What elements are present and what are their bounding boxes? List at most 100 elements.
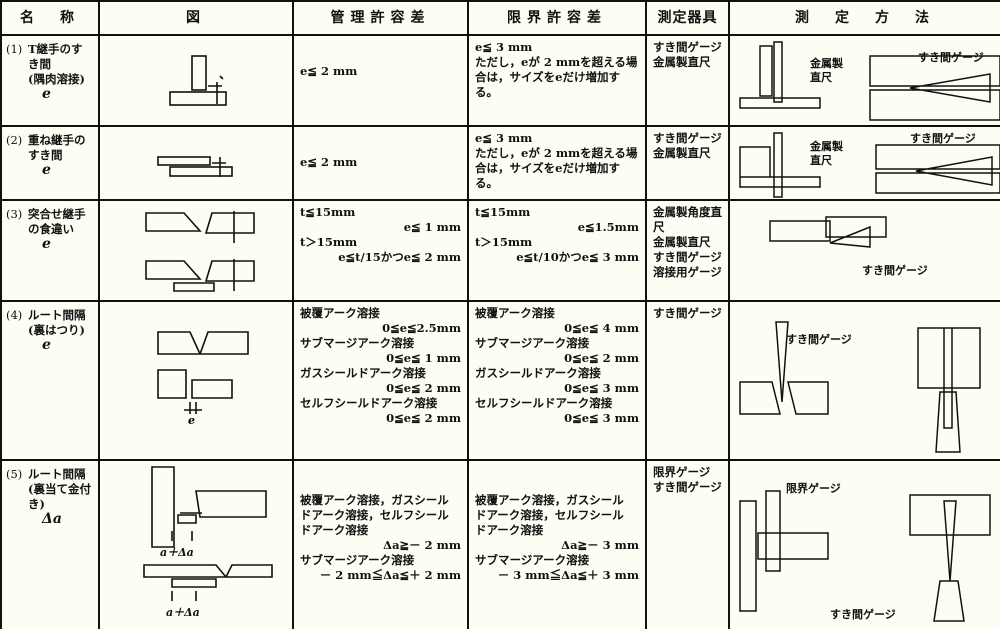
item-name-line: 重ね継手の: [28, 133, 86, 147]
item-variable: e: [42, 86, 51, 102]
item-number: (2): [6, 133, 23, 147]
svg-text:e: e: [188, 414, 195, 427]
instruments-cell: すき間ゲージ金属製直尺: [645, 34, 730, 127]
item-name-line: き間: [28, 57, 51, 71]
instruments-cell: すき間ゲージ金属製直尺: [645, 125, 730, 201]
figure-cell: [98, 199, 294, 302]
method-label: 直尺: [810, 154, 832, 167]
tolerance-line: e≦ 2 mm: [300, 155, 358, 169]
tolerance-line: サブマージアーク溶接: [300, 336, 415, 350]
item-number: (3): [6, 207, 23, 221]
instrument: 金属製直尺: [653, 146, 711, 160]
tolerance-line: セルフシールドアーク溶接: [300, 396, 438, 410]
method-label: 金属製: [810, 140, 843, 153]
misalignment-method-figure: [769, 216, 887, 248]
header-name: 名 称: [0, 0, 100, 36]
header-control-tolerance: 管理許容差: [292, 0, 469, 36]
tolerance-line: e≦ 3 mm: [475, 131, 533, 145]
item-name-line: ルート間隔: [28, 467, 86, 481]
tolerance-line: Δa≧－ 2 mm: [383, 538, 461, 552]
method-cell: すき間ゲージ: [728, 199, 1000, 302]
tolerance-line: 0≦e≦ 4 mm: [564, 321, 639, 335]
tolerance-line: t≦15mm: [475, 205, 531, 219]
figure-cell: [98, 34, 294, 127]
item-variable: e: [42, 337, 51, 353]
root-gap-method-figure: [739, 321, 981, 453]
tolerance-line: 0≦e≦ 2 mm: [564, 351, 639, 365]
table-row: (5)ルート間隔(裏当て金付き)Δa a＋Δa a＋Δa 被覆アーク溶接，ガスシールド…: [0, 459, 1000, 629]
item-name-line: (裏当て金付き): [28, 482, 91, 511]
instrument: 限界ゲージ: [653, 465, 711, 479]
tolerance-line: e≦ 3 mm: [475, 40, 533, 54]
t-joint-method-figure: [739, 41, 1000, 121]
item-name-line: (裏はつり): [28, 323, 85, 337]
method-label: 金属製: [810, 57, 843, 70]
instruments-cell: すき間ゲージ: [645, 300, 730, 461]
tolerance-line: セルフシールドアーク溶接: [475, 396, 613, 410]
control-tolerance-cell: e≦ 2 mm: [292, 34, 469, 127]
item-name-cell: (5)ルート間隔(裏当て金付き)Δa: [0, 459, 100, 629]
lap-joint-method-figure: [739, 132, 1000, 198]
item-name-line: すき間: [28, 148, 63, 162]
tolerance-line: e≦1.5mm: [577, 220, 639, 234]
header-row: 名 称 図 管理許容差 限界許容差 測定器具 測 定 方 法: [0, 0, 1000, 36]
tolerance-line: 合は，サイズをeだけ増加する。: [475, 70, 620, 99]
instrument: すき間ゲージ: [653, 131, 722, 145]
item-number: (1): [6, 42, 23, 56]
figure-cell: e: [98, 300, 294, 461]
tolerance-line: サブマージアーク溶接: [475, 336, 590, 350]
tolerance-line: － 3 mm≦Δa≦＋ 3 mm: [497, 568, 639, 582]
instrument: 金属製角度直: [653, 205, 722, 219]
figure-label: a＋Δa: [160, 546, 194, 559]
tolerance-line: ガスシールドアーク溶接: [300, 366, 426, 380]
header-method: 測 定 方 法: [728, 0, 1000, 36]
method-cell: すき間ゲージ: [728, 300, 1000, 461]
instrument: すき間ゲージ: [653, 40, 722, 54]
figure-label: a＋Δa: [166, 606, 200, 619]
tolerance-line: 被覆アーク溶接: [300, 306, 380, 320]
figure-cell: [98, 125, 294, 201]
instrument: すき間ゲージ: [653, 480, 722, 494]
item-name-line: T継手のす: [28, 42, 83, 56]
tolerance-line: 被覆アーク溶接: [475, 306, 555, 320]
tolerance-line: 0≦e≦ 2 mm: [386, 411, 461, 425]
tolerance-line: 0≦e≦ 1 mm: [386, 351, 461, 365]
control-tolerance-cell: e≦ 2 mm: [292, 125, 469, 201]
tolerance-line: ガスシールドアーク溶接: [475, 366, 601, 380]
root-gap-backing-figure: [143, 466, 273, 601]
item-name-line: (隅肉溶接): [28, 72, 85, 86]
item-name-cell: (1) T継手のすき間(隅肉溶接)e: [0, 34, 100, 127]
figure-cell: a＋Δa a＋Δa: [98, 459, 294, 629]
tolerance-line: 被覆アーク溶接，ガスシール: [475, 493, 624, 507]
instrument: 金属製直尺: [653, 235, 711, 249]
instrument: 金属製直尺: [653, 55, 711, 69]
item-variable: e: [42, 162, 51, 178]
root-gap-backgouging-figure: e: [157, 331, 249, 427]
header-limit-tolerance: 限界許容差: [467, 0, 647, 36]
instruments-cell: 金属製角度直尺金属製直尺すき間ゲージ溶接用ゲージ: [645, 199, 730, 302]
t-joint-figure: [169, 55, 227, 106]
tolerance-line: t≦15mm: [300, 205, 356, 219]
method-cell: 金属製直尺すき間ゲージ: [728, 125, 1000, 201]
method-label: 限界ゲージ: [786, 482, 841, 495]
tolerance-line: 合は，サイズをeだけ増加する。: [475, 161, 620, 190]
instrument: すき間ゲージ: [653, 306, 722, 320]
method-label: すき間ゲージ: [862, 264, 928, 277]
root-gap-backing-method-figure: [739, 490, 991, 622]
tolerance-line: e≦t/15かつe≦ 2 mm: [338, 250, 461, 264]
method-cell: 限界ゲージすき間ゲージ: [728, 459, 1000, 629]
tolerance-line: ドアーク溶接，セルフシール: [475, 508, 624, 522]
item-name-cell: (4)ルート間隔(裏はつり)e: [0, 300, 100, 461]
